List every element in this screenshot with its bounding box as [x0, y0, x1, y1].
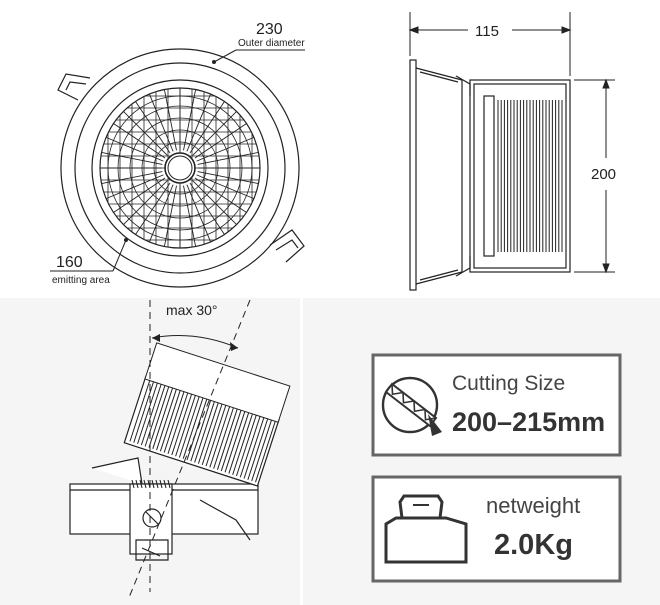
outer-ring: [60, 48, 300, 288]
reflector-grid: [100, 88, 260, 248]
reflector-radial-line: [123, 111, 168, 156]
led-chip: [164, 152, 196, 184]
bracket-tooth: [143, 479, 147, 489]
depth-value: 115: [475, 23, 499, 40]
tilt-fin: [228, 412, 250, 474]
tilt-angle-label: max 30°: [166, 302, 218, 318]
tilt-fin: [171, 393, 193, 456]
reflector-radial-line: [196, 136, 255, 162]
reflector-radial-line: [189, 101, 225, 154]
tilt-fin: [243, 417, 265, 479]
bracket-tooth: [139, 479, 143, 489]
tilt-fin: [167, 392, 189, 454]
tilt-fin: [137, 382, 158, 445]
reflector-radial-line: [123, 180, 168, 225]
bracket-tooth: [155, 479, 159, 489]
saw-icon: [381, 376, 442, 436]
bracket-tooth: [167, 479, 171, 489]
tilt-fin: [129, 380, 151, 442]
tilt-fin: [239, 416, 261, 478]
reflector-radial-line: [135, 101, 171, 154]
tilt-fin: [186, 398, 208, 461]
reflector-radial-line: [186, 184, 212, 243]
tilt-fin: [190, 400, 212, 462]
tilt-fin: [159, 390, 181, 452]
reflector-radial-line: [194, 177, 247, 213]
tilt-fin: [144, 385, 166, 447]
reflector-radial-line: [186, 93, 212, 152]
tilt-fin: [156, 389, 177, 451]
bracket-tooth: [151, 479, 155, 489]
tilt-fin: [255, 421, 276, 483]
tilt-fin: [251, 419, 272, 482]
weight-icon: [384, 494, 468, 564]
tilt-fin: [175, 395, 196, 457]
depth-dimension: [408, 12, 572, 76]
tilt-fin: [148, 386, 170, 448]
side-view: [409, 59, 571, 291]
tilt-fin: [220, 410, 242, 472]
reflector-radial-line: [196, 174, 255, 200]
tilt-view: [69, 342, 291, 561]
reflector-radial-line: [113, 123, 166, 159]
cutting-size-title: Cutting Size: [452, 372, 565, 395]
outer-diameter-value: 230: [256, 21, 283, 38]
net-weight-value: 2.0Kg: [494, 529, 573, 561]
reflector-radial-line: [105, 136, 164, 162]
tilt-heat-sink-fins: [129, 380, 276, 483]
reflector-radial-line: [194, 123, 247, 159]
reflector-radial-line: [135, 182, 171, 235]
bracket-tooth: [131, 479, 135, 489]
outer-diameter-caption: Outer diameter: [238, 38, 305, 49]
height-dimension: [574, 78, 615, 274]
tilt-fin: [197, 402, 219, 464]
tilt-fin: [209, 406, 231, 468]
cutting-size-box: Cutting Size 200–215mm: [371, 353, 622, 457]
reflector-radial-line: [189, 182, 225, 235]
reflector-radial-line: [148, 93, 174, 152]
heat-sink-fins: [497, 100, 563, 252]
net-weight-box: netweight 2.0Kg: [371, 475, 622, 583]
tilt-fin: [247, 418, 269, 480]
top-clip: [57, 73, 91, 101]
tilted-axis: [127, 299, 251, 601]
bracket-tooth: [159, 479, 163, 489]
tilt-fin: [194, 401, 215, 463]
outer-diameter-callout: 230 Outer diameter: [212, 21, 305, 64]
bracket-tooth: [163, 479, 167, 489]
front-view: [57, 48, 305, 288]
tilt-fin: [182, 397, 204, 459]
tilt-fin: [236, 414, 257, 477]
reflector-radial-line: [192, 111, 237, 156]
tilt-fin: [133, 381, 155, 443]
bracket-teeth: [131, 479, 171, 489]
reflector-radial-line: [105, 174, 164, 200]
tilt-fin: [201, 403, 223, 466]
tilt-fin: [232, 413, 253, 475]
tilt-fin: [205, 405, 227, 467]
tilt-fin: [224, 411, 246, 473]
emitting-area-caption: emitting area: [52, 275, 110, 286]
tilt-fin: [213, 407, 234, 469]
height-value: 200: [591, 166, 616, 183]
tilt-fin: [140, 384, 162, 446]
bracket-tooth: [135, 479, 139, 489]
emitting-area-callout: 160 emitting area: [50, 238, 128, 286]
reflector-radial-line: [148, 184, 174, 243]
cutting-size-value: 200–215mm: [452, 407, 605, 437]
tilt-angle-arc: [151, 335, 239, 349]
bottom-clip: [269, 229, 305, 263]
reflector-radial-line: [192, 180, 237, 225]
tilt-fin: [152, 387, 174, 449]
reflector-radial-line: [113, 177, 166, 213]
tilt-fin: [163, 391, 185, 453]
tilt-fin: [178, 396, 200, 458]
net-weight-title: netweight: [486, 493, 580, 518]
tilt-fin: [216, 408, 238, 470]
emitting-area-value: 160: [56, 254, 83, 271]
